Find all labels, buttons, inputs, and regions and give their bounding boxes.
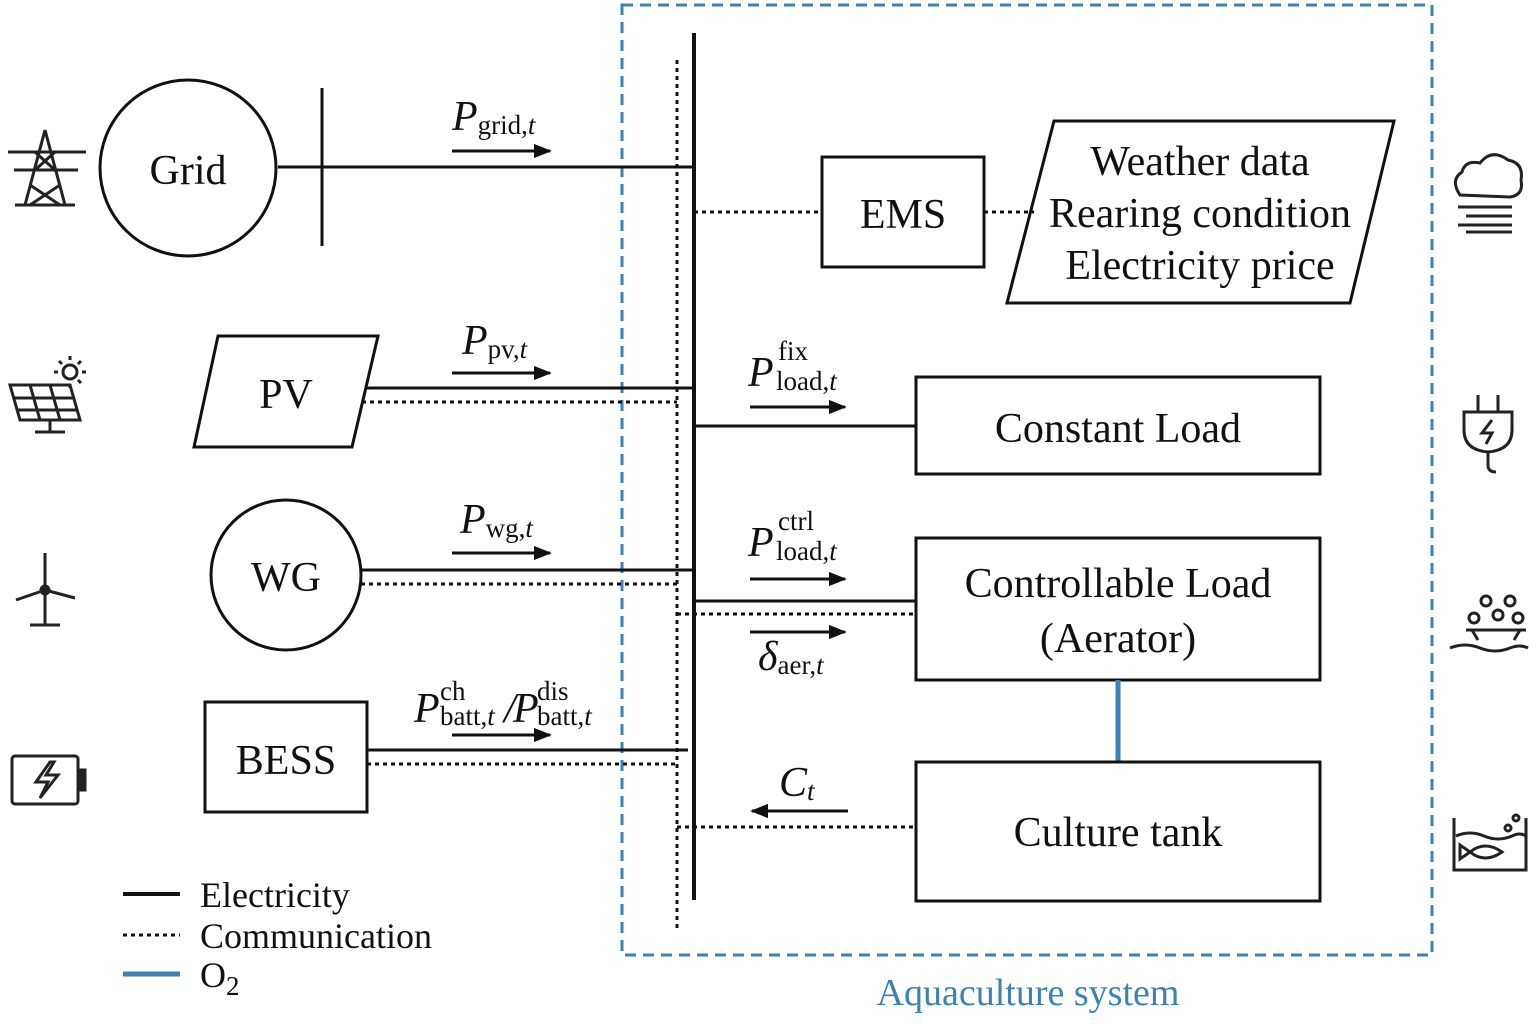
svg-text:Constant Load: Constant Load <box>995 406 1241 452</box>
svg-text:Controllable Load: Controllable Load <box>965 561 1272 607</box>
legend-communication-label: Communication <box>200 916 432 956</box>
solar-panel-icon <box>8 356 86 434</box>
grid-node: Grid <box>98 78 278 258</box>
cloud-weather-icon <box>1454 153 1523 234</box>
svg-text:Weather data: Weather data <box>1090 139 1310 185</box>
svg-text:WG: WG <box>251 555 321 601</box>
svg-text:Electricity price: Electricity price <box>1065 243 1334 289</box>
aquaculture-system-boundary <box>620 3 1434 957</box>
svg-text:(Aerator): (Aerator) <box>1040 616 1196 662</box>
legend-electricity-label: Electricity <box>200 875 350 915</box>
culture-tank-node: Culture tank <box>914 760 1322 903</box>
power-plug-icon <box>1462 395 1514 474</box>
legend-o2-label: O2 <box>200 955 240 1001</box>
pv-flow-label: Ppv,t <box>461 318 529 364</box>
grid-flow-label: Pgrid,t <box>451 94 537 140</box>
svg-text:Grid: Grid <box>150 148 227 194</box>
svg-text:BESS: BESS <box>236 738 336 784</box>
aquaculture-system-label: Aquaculture system <box>877 972 1180 1014</box>
legend: Electricity Communication O2 <box>123 875 432 1001</box>
bess-node: BESS <box>203 700 369 814</box>
aerator-bubbles-icon <box>1449 594 1529 653</box>
svg-text:Rearing condition: Rearing condition <box>1049 191 1351 237</box>
svg-text:PV: PV <box>259 372 313 418</box>
svg-text:EMS: EMS <box>860 192 946 238</box>
wg-node: WG <box>209 498 363 652</box>
aerator-signal-label: δaer,t <box>758 634 825 680</box>
ems-node: EMS <box>820 155 986 269</box>
controllable-load-node: Controllable Load (Aerator) <box>914 536 1322 682</box>
ems-inputs-node: Weather data Rearing condition Electrici… <box>1005 119 1396 305</box>
transmission-tower-icon <box>8 129 86 207</box>
svg-text:Culture tank: Culture tank <box>1014 810 1223 856</box>
fish-tank-icon <box>1452 813 1528 872</box>
battery-charging-icon <box>10 754 87 806</box>
constant-load-node: Constant Load <box>914 375 1322 476</box>
wg-flow-label: Pwg,t <box>459 497 534 543</box>
pv-node: PV <box>192 334 380 449</box>
concentration-label: Ct <box>779 760 816 806</box>
wind-turbine-icon <box>15 553 76 627</box>
